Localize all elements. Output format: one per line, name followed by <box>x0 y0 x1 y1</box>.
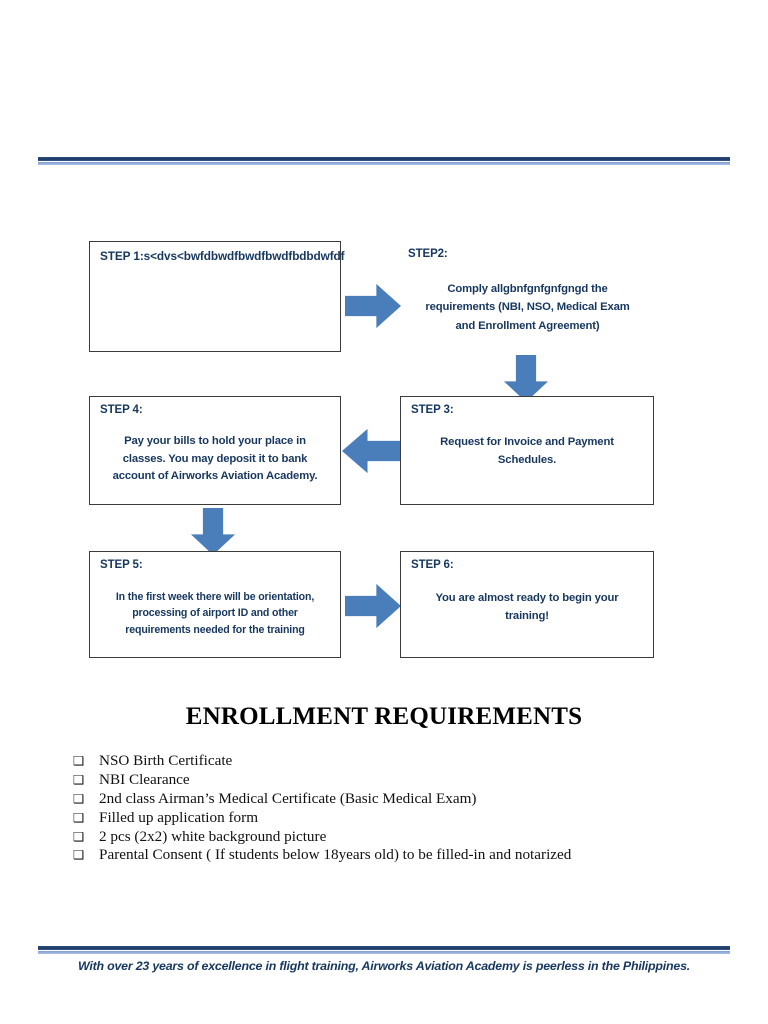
requirement-item: ❑ NSO Birth Certificate <box>73 752 713 771</box>
requirement-label: Parental Consent ( If students below 18y… <box>99 846 572 864</box>
arrow-step5-to-step6 <box>345 583 401 629</box>
flow-step-5-title: STEP 5: <box>100 559 143 571</box>
arrow-step2-to-step3 <box>503 355 549 402</box>
flow-step-6-title: STEP 6: <box>411 559 454 571</box>
requirement-label: NSO Birth Certificate <box>99 752 233 769</box>
requirements-list: ❑ NSO Birth Certificate ❑ NBI Clearance … <box>73 752 713 865</box>
arrow-step4-to-step5 <box>190 508 236 555</box>
enrollment-flowchart: STEP 1:s<dvs<bwfdbwdfbwdfbwdfbdbdwfdf ST… <box>89 241 655 658</box>
flow-step-4-body: Pay your bills to hold your place in cla… <box>112 435 318 482</box>
checkbox-icon: ❑ <box>73 753 85 768</box>
footer-tagline: With over 23 years of excellence in flig… <box>77 959 691 973</box>
footer-rule-gap <box>38 950 730 951</box>
flow-step-2: STEP2: Comply allgbnfgnfgnfgngd the requ… <box>400 246 655 346</box>
flow-step-5-body: In the first week there will be orientat… <box>115 591 315 636</box>
requirement-label: 2 pcs (2x2) white background picture <box>99 827 327 845</box>
requirement-label: NBI Clearance <box>99 770 190 788</box>
flow-step-3: STEP 3: Request for Invoice and Payment … <box>400 396 654 505</box>
footer-rule-dark-band <box>38 946 730 950</box>
header-divider-rule <box>38 157 730 165</box>
flow-step-1-title: STEP 1:s<dvs<bwfdbwdfbwdfbwdfbdbdwfdf <box>100 249 345 263</box>
flow-step-6-body: You are almost ready to begin your train… <box>435 592 619 623</box>
requirement-item: ❑ 2 pcs (2x2) white background picture <box>73 828 713 847</box>
arrow-step3-to-step4 <box>342 428 400 474</box>
checkbox-icon: ❑ <box>73 771 85 787</box>
flow-step-6: STEP 6: You are almost ready to begin yo… <box>400 551 654 658</box>
flow-step-4-title: STEP 4: <box>100 404 143 416</box>
checkbox-icon: ❑ <box>73 828 85 844</box>
footer-rule-light-band <box>38 951 730 954</box>
requirements-heading: ENROLLMENT REQUIREMENTS <box>185 703 583 730</box>
header-rule-gap <box>38 161 730 162</box>
checkbox-icon: ❑ <box>73 790 85 806</box>
flow-step-5: STEP 5: In the first week there will be … <box>89 551 341 658</box>
checkbox-icon: ❑ <box>73 809 85 825</box>
header-rule-light-band <box>38 162 730 165</box>
footer-divider-rule <box>38 946 730 954</box>
flow-step-3-title: STEP 3: <box>411 404 454 416</box>
flow-step-3-body: Request for Invoice and Payment Schedule… <box>440 436 614 467</box>
requirement-item: ❑ 2nd class Airman’s Medical Certificate… <box>73 790 713 809</box>
arrow-step1-to-step2 <box>345 283 401 329</box>
flow-step-1: STEP 1:s<dvs<bwfdbwdfbwdfbwdfbdbdwfdf <box>89 241 345 352</box>
requirement-item: ❑ NBI Clearance <box>73 771 713 790</box>
requirement-label: 2nd class Airman’s Medical Certificate (… <box>99 789 477 807</box>
checkbox-icon: ❑ <box>73 847 85 863</box>
header-rule-dark-band <box>38 157 730 161</box>
requirement-item: ❑ Parental Consent ( If students below 1… <box>73 846 713 865</box>
flow-step-2-body: Comply allgbnfgnfgnfgngd the requirement… <box>425 283 630 332</box>
flow-step-4: STEP 4: Pay your bills to hold your plac… <box>89 396 341 505</box>
flow-step-2-title: STEP2: <box>408 248 448 260</box>
requirement-label: Filled up application form <box>99 808 259 826</box>
requirement-item: ❑ Filled up application form <box>73 809 713 828</box>
